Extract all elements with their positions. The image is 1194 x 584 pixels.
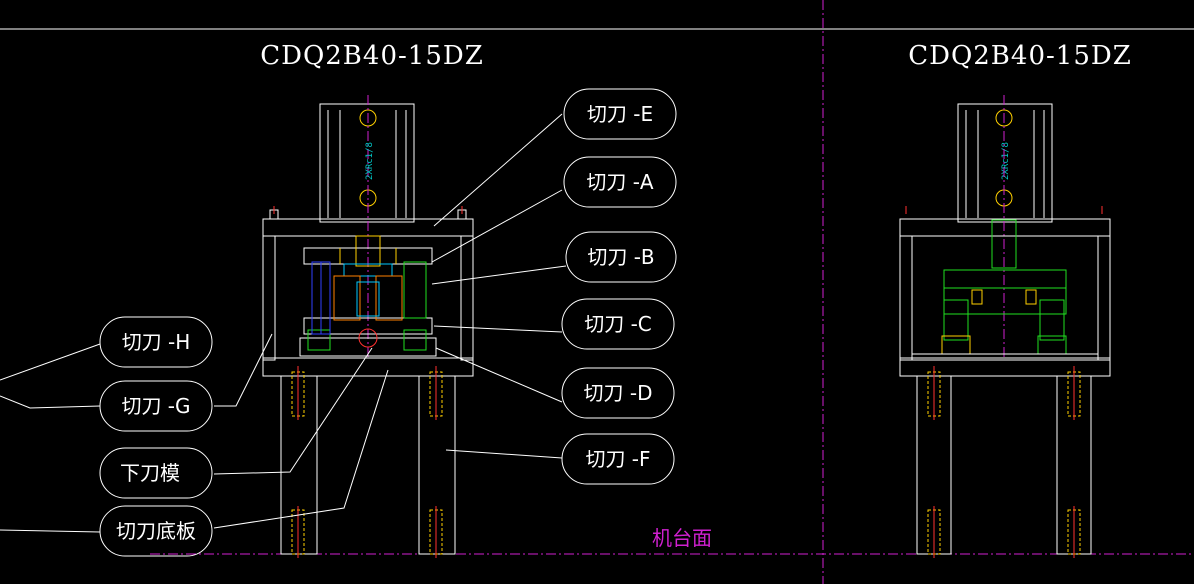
side-cylinder-port-text: 2XRc1/8 <box>1001 142 1011 180</box>
front-view-title: CDQ2B40-15DZ <box>260 41 484 71</box>
side-cylinder <box>957 103 1053 223</box>
svg-text:切刀 -C: 切刀 -C <box>584 312 652 336</box>
svg-text:切刀 -B: 切刀 -B <box>587 245 654 269</box>
callout-lower-die: 下刀模 <box>99 447 213 499</box>
callout-C: 切刀 -C <box>561 298 675 350</box>
side-top-plate <box>899 218 1111 237</box>
table-surface-label: 机台面 <box>652 526 712 550</box>
front-view: 2XRc1/8 <box>262 95 474 558</box>
front-leg-left <box>280 375 318 555</box>
side-view: 2XRc1/8 <box>899 95 1111 558</box>
svg-text:切刀 -D: 切刀 -D <box>584 381 653 405</box>
svg-text:切刀 -G: 切刀 -G <box>121 394 190 418</box>
callout-A: 切刀 -A <box>563 156 677 208</box>
side-base-plate <box>899 357 1111 377</box>
callout-B: 切刀 -B <box>565 231 677 283</box>
svg-text:切刀 -A: 切刀 -A <box>586 170 654 194</box>
svg-text:切刀 -F: 切刀 -F <box>585 447 650 471</box>
front-leg-right <box>418 375 456 555</box>
svg-text:切刀底板: 切刀底板 <box>116 519 196 543</box>
callout-F: 切刀 -F <box>561 433 675 485</box>
front-base-plate <box>262 357 474 377</box>
callout-H: 切刀 -H <box>99 316 213 368</box>
leader-lines <box>0 113 567 533</box>
side-view-title: CDQ2B40-15DZ <box>908 41 1132 71</box>
svg-text:下刀模: 下刀模 <box>120 461 180 485</box>
svg-text:切刀 -E: 切刀 -E <box>587 102 653 126</box>
callout-D: 切刀 -D <box>561 367 675 419</box>
callout-base-plate: 切刀底板 <box>99 505 213 557</box>
callout-E: 切刀 -E <box>563 88 677 140</box>
callout-G: 切刀 -G <box>99 380 213 432</box>
svg-text:切刀 -H: 切刀 -H <box>122 330 191 354</box>
front-cylinder-port-text: 2XRc1/8 <box>365 142 375 180</box>
